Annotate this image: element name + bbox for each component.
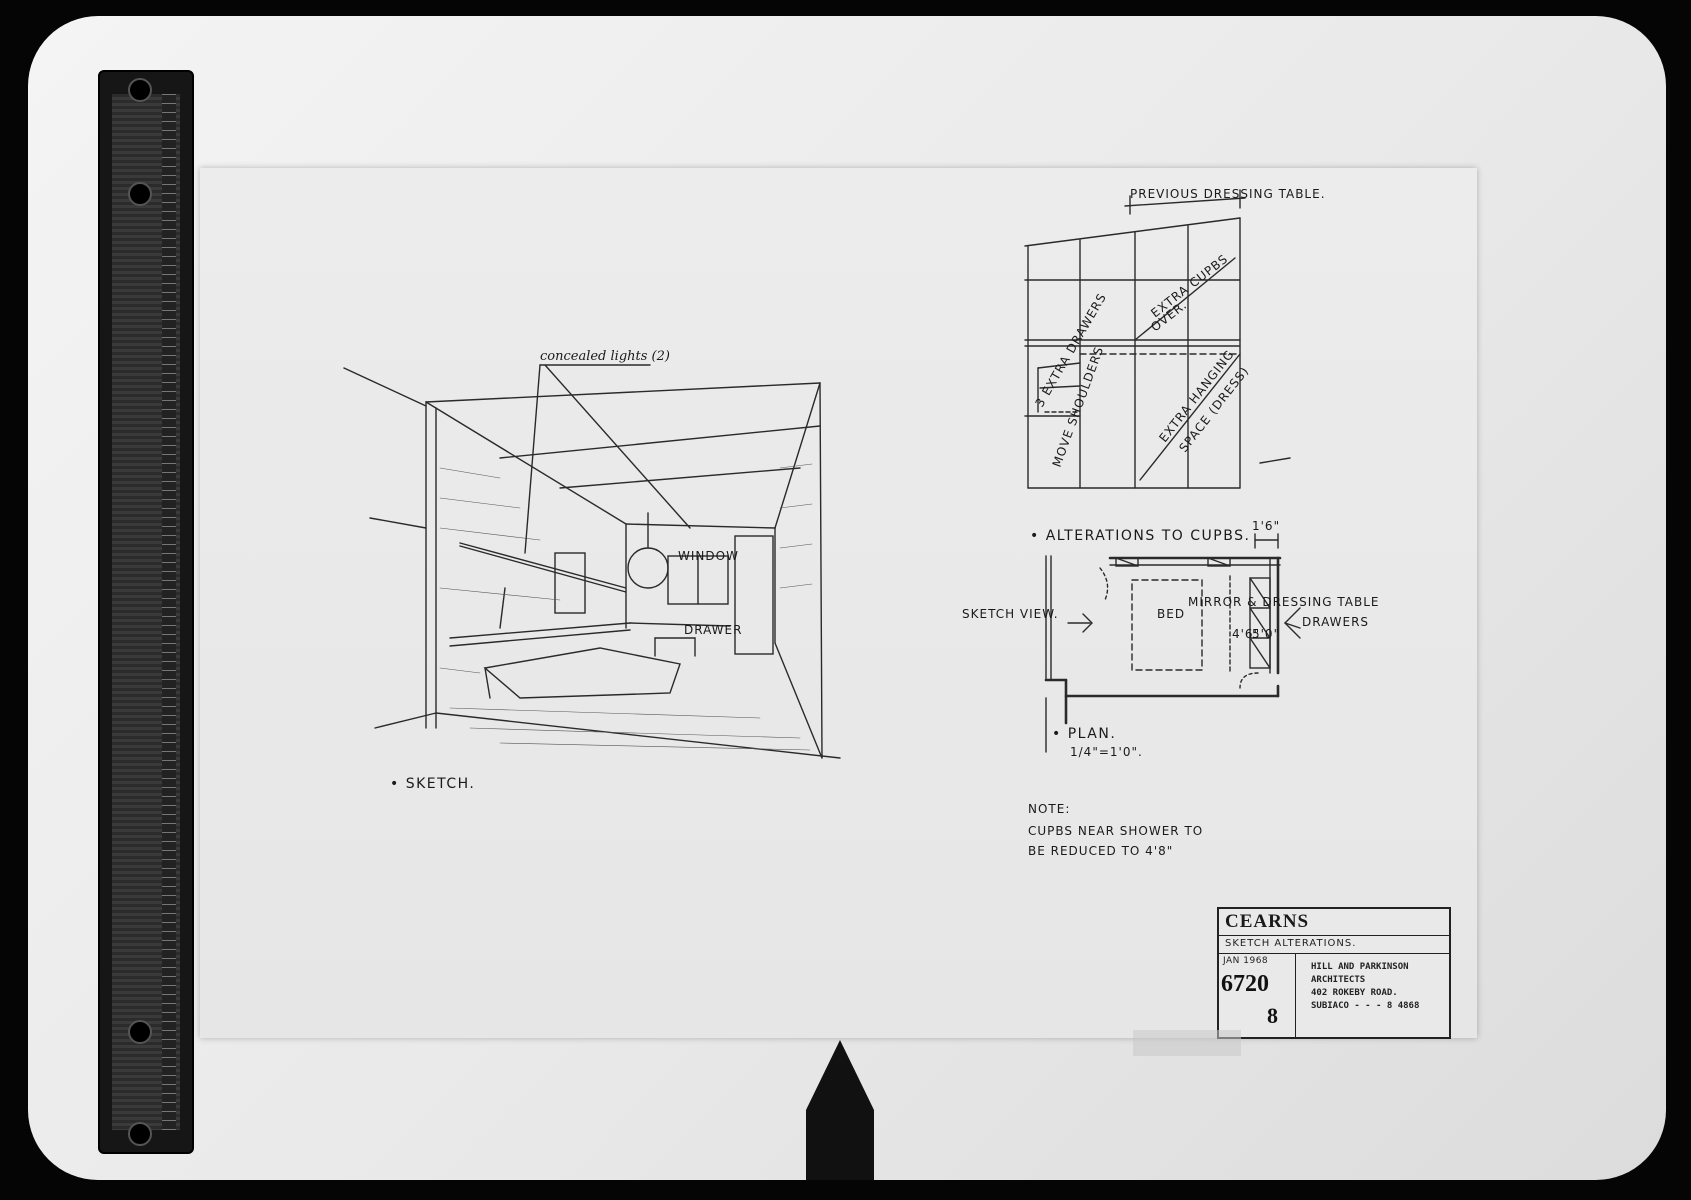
firm-city-phone: SUBIACO - - - 8 4868 bbox=[1311, 1001, 1420, 1011]
label-sketch-view: SKETCH VIEW. bbox=[962, 607, 1059, 621]
callout-concealed-lights: concealed lights (2) bbox=[540, 349, 670, 364]
ruler-screw bbox=[128, 1020, 152, 1044]
label-mirror-dressing-table: MIRROR & DRESSING TABLE bbox=[1188, 595, 1379, 609]
label-extra-cupbs: EXTRA CUPBS bbox=[1148, 252, 1231, 321]
job-number: 6720 bbox=[1221, 971, 1269, 997]
label-window: WINDOW bbox=[678, 549, 739, 563]
label-drawers: DRAWERS bbox=[1302, 615, 1369, 629]
dim-a: 4'6" bbox=[1232, 627, 1260, 641]
pointer-marker bbox=[806, 1040, 874, 1110]
elevation-caption: • ALTERATIONS TO CUPBS. bbox=[1030, 528, 1250, 544]
drawing-linework: concealed lights (2) WINDOW DRAWER • SKE… bbox=[343, 187, 1379, 858]
title-divider bbox=[1219, 953, 1449, 954]
label-bed: BED bbox=[1157, 607, 1185, 621]
perspective-sketch bbox=[343, 364, 841, 759]
ruler-screw bbox=[128, 1122, 152, 1146]
note-heading: NOTE: bbox=[1028, 802, 1070, 816]
drawing-date: JAN 1968 bbox=[1223, 956, 1269, 966]
job-cell: JAN 1968 6720 8 bbox=[1219, 953, 1296, 1037]
scale-ruler bbox=[98, 70, 194, 1154]
title-block: CEARNS SKETCH ALTERATIONS. JAN 1968 6720… bbox=[1217, 907, 1451, 1039]
firm-address: 402 ROKEBY ROAD. bbox=[1311, 988, 1398, 998]
note-line2: BE REDUCED TO 4'8" bbox=[1028, 844, 1173, 858]
pointer-marker-base bbox=[806, 1110, 874, 1180]
drawing-description: SKETCH ALTERATIONS. bbox=[1225, 938, 1357, 949]
elevation-caption-text: ALTERATIONS TO CUPBS. bbox=[1046, 528, 1251, 544]
client-name: CEARNS bbox=[1225, 911, 1310, 932]
ruler-graduations bbox=[162, 94, 176, 1130]
dim-b: 5'0" bbox=[1252, 627, 1280, 641]
sheet-number: 8 bbox=[1267, 1003, 1278, 1028]
firm-name: HILL AND PARKINSON bbox=[1311, 962, 1409, 972]
title-divider bbox=[1219, 935, 1449, 936]
plan-caption: • PLAN. bbox=[1052, 726, 1116, 742]
label-drawer: DRAWER bbox=[684, 623, 742, 637]
label-previous-dressing-table: PREVIOUS DRESSING TABLE. bbox=[1130, 187, 1326, 201]
plan-scale: 1/4"=1'0". bbox=[1070, 745, 1143, 759]
ruler-screw bbox=[128, 182, 152, 206]
firm-role: ARCHITECTS bbox=[1311, 975, 1366, 985]
plan-caption-text: PLAN. bbox=[1068, 726, 1117, 742]
sketch-caption-text: SKETCH. bbox=[406, 776, 476, 792]
cupboard-elevation bbox=[1024, 189, 1291, 489]
ruler-screw bbox=[128, 78, 152, 102]
drawing-sheet: concealed lights (2) WINDOW DRAWER • SKE… bbox=[200, 168, 1477, 1039]
tape-strip bbox=[1133, 1030, 1241, 1056]
dim-top: 1'6" bbox=[1252, 519, 1280, 533]
architect-stamp: HILL AND PARKINSON ARCHITECTS 402 ROKEBY… bbox=[1311, 961, 1419, 1013]
floor-plan bbox=[1044, 533, 1301, 753]
sketch-caption: • SKETCH. bbox=[390, 776, 475, 792]
note-line1: CUPBS NEAR SHOWER TO bbox=[1028, 824, 1203, 838]
